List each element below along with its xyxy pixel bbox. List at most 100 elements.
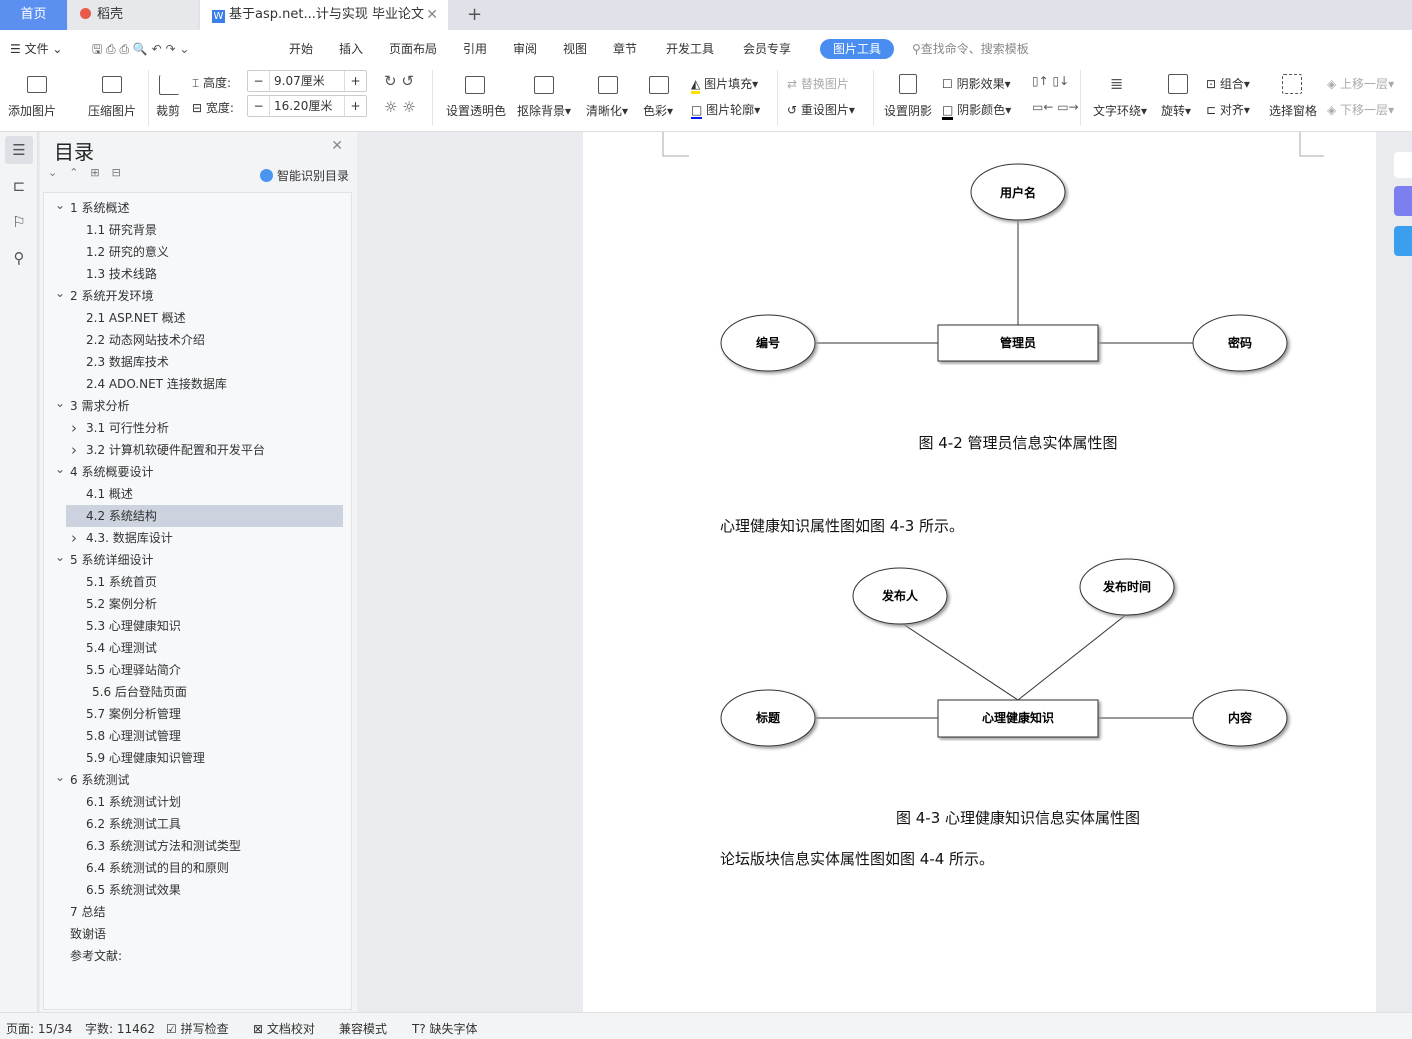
toc-item[interactable]: 6.4 系统测试的目的和原则 bbox=[86, 857, 229, 879]
tab-home[interactable]: 首页 bbox=[0, 0, 67, 30]
toc-item[interactable]: 4.2 系统结构 bbox=[66, 505, 343, 527]
toc-item[interactable]: 2.1 ASP.NET 概述 bbox=[86, 307, 186, 329]
send-backward-button[interactable]: ◈ 下移一层▾ bbox=[1327, 103, 1395, 117]
toc-item[interactable]: 6.3 系统测试方法和测试类型 bbox=[86, 835, 241, 857]
toc-item[interactable]: 1.2 研究的意义 bbox=[86, 241, 169, 263]
menu-view[interactable]: 视图 bbox=[563, 42, 588, 56]
tab-daoke[interactable]: 稻壳 bbox=[68, 0, 198, 30]
toc-item[interactable]: 4.1 概述 bbox=[86, 483, 133, 505]
menu-references[interactable]: 引用 bbox=[463, 42, 488, 56]
chevron-right-icon[interactable]: › bbox=[71, 441, 77, 459]
sharpen-button[interactable]: 清晰化▾ bbox=[586, 104, 629, 118]
picture-outline-button[interactable]: □ 图片轮廓▾ bbox=[691, 103, 761, 119]
side-tool-collapse[interactable] bbox=[1394, 152, 1412, 178]
toc-item[interactable]: 2.2 动态网站技术介绍 bbox=[86, 329, 205, 351]
toc-item[interactable]: ⌄3 需求分析 bbox=[55, 395, 129, 417]
toc-item[interactable]: ›4.3. 数据库设计 bbox=[71, 527, 173, 549]
chevron-down-icon[interactable]: ⌄ bbox=[55, 550, 66, 564]
menu-layout[interactable]: 页面布局 bbox=[389, 42, 438, 56]
rotate-button[interactable]: 旋转▾ bbox=[1161, 104, 1192, 118]
file-menu[interactable]: ☰ 文件 ⌄ bbox=[10, 42, 63, 56]
toc-item[interactable]: ⌄4 系统概要设计 bbox=[55, 461, 153, 483]
toc-item[interactable]: 2.4 ADO.NET 连接数据库 bbox=[86, 373, 227, 395]
remove-bg-button[interactable]: 抠除背景▾ bbox=[517, 104, 572, 118]
toc-item[interactable]: ⌄2 系统开发环境 bbox=[55, 285, 153, 307]
text-wrap-button[interactable]: 文字环绕▾ bbox=[1093, 104, 1148, 118]
replace-picture-button[interactable]: ⇄ 替换图片 bbox=[787, 77, 849, 91]
add-picture-button[interactable]: 添加图片 bbox=[8, 104, 57, 118]
chevron-down-icon[interactable]: ⌄ bbox=[55, 770, 66, 784]
compress-button[interactable]: 压缩图片 bbox=[88, 104, 137, 118]
command-search[interactable]: ⚲查找命令、搜索模板 bbox=[912, 40, 1029, 57]
toc-item[interactable]: 6.2 系统测试工具 bbox=[86, 813, 181, 835]
group-button[interactable]: ⊡ 组合▾ bbox=[1206, 77, 1250, 91]
toc-item[interactable]: 5.7 案例分析管理 bbox=[86, 703, 181, 725]
bookmark-icon[interactable]: ⚐ bbox=[12, 213, 26, 231]
toc-item[interactable]: 1.3 技术线路 bbox=[86, 263, 157, 285]
tab-picture-tools[interactable]: 图片工具 bbox=[820, 39, 894, 59]
toc-item[interactable]: ⌄5 系统详细设计 bbox=[55, 549, 153, 571]
smart-toc-button[interactable]: 智能识别目录 bbox=[259, 167, 349, 184]
toc-item[interactable]: ⌄6 系统测试 bbox=[55, 769, 129, 791]
toc-item[interactable]: 2.3 数据库技术 bbox=[86, 351, 169, 373]
toc-item[interactable]: 5.8 心理测试管理 bbox=[86, 725, 181, 747]
close-toc-icon[interactable]: ✕ bbox=[331, 138, 343, 154]
menu-insert[interactable]: 插入 bbox=[339, 42, 364, 56]
toc-item[interactable]: 致谢语 bbox=[70, 923, 106, 945]
chevron-down-icon[interactable]: ⌄ bbox=[55, 396, 66, 410]
side-tool-2[interactable] bbox=[1394, 226, 1412, 256]
bring-forward-button[interactable]: ◈ 上移一层▾ bbox=[1327, 77, 1395, 91]
toc-item[interactable]: ⌄1 系统概述 bbox=[55, 197, 129, 219]
toc-item[interactable]: 6.1 系统测试计划 bbox=[86, 791, 181, 813]
figure-4-3[interactable]: 发布人 发布时间 标题 心理健康知识 内容 bbox=[720, 558, 1288, 747]
set-shadow-button[interactable]: 设置阴影 bbox=[884, 104, 933, 118]
align-button[interactable]: ⊏ 对齐▾ bbox=[1206, 103, 1250, 117]
proofread-button[interactable]: ⊠ 文档校对 bbox=[253, 1022, 315, 1036]
toc-item[interactable]: 1.1 研究背景 bbox=[86, 219, 157, 241]
spell-check-button[interactable]: ☑ 拼写检查 bbox=[166, 1022, 229, 1036]
side-tool-1[interactable] bbox=[1394, 186, 1412, 216]
menu-chapter[interactable]: 章节 bbox=[613, 42, 638, 56]
toc-item[interactable]: 5.4 心理测试 bbox=[86, 637, 157, 659]
shadow-effect-button[interactable]: ☐ 阴影效果▾ bbox=[942, 77, 1011, 91]
toc-item[interactable]: 7 总结 bbox=[70, 901, 105, 923]
toc-item[interactable]: 5.2 案例分析 bbox=[86, 593, 157, 615]
set-transparent-button[interactable]: 设置透明色 bbox=[446, 104, 507, 118]
toc-item[interactable]: 6.5 系统测试效果 bbox=[86, 879, 181, 901]
toc-item[interactable]: 5.6 后台登陆页面 bbox=[92, 681, 187, 703]
chevron-down-icon[interactable]: ⌄ bbox=[55, 198, 66, 212]
toc-item[interactable]: 参考文献: bbox=[70, 945, 122, 967]
brightness-icons[interactable]: ☼ ☼ bbox=[384, 98, 416, 116]
chevron-down-icon[interactable]: ⌄ bbox=[55, 462, 66, 476]
menu-review[interactable]: 审阅 bbox=[513, 42, 538, 56]
chevron-right-icon[interactable]: › bbox=[71, 529, 77, 547]
navigation-icon[interactable]: ⊏ bbox=[12, 177, 26, 195]
close-tab-icon[interactable]: ✕ bbox=[426, 7, 438, 23]
word-count[interactable]: 字数: 11462 bbox=[85, 1022, 156, 1036]
toc-item[interactable]: 5.9 心理健康知识管理 bbox=[86, 747, 205, 769]
chevron-right-icon[interactable]: › bbox=[71, 419, 77, 437]
chevron-down-icon[interactable]: ⌄ bbox=[55, 286, 66, 300]
new-tab-button[interactable]: + bbox=[467, 4, 483, 25]
color-button[interactable]: 色彩▾ bbox=[643, 104, 674, 118]
toc-item[interactable]: 5.1 系统首页 bbox=[86, 571, 157, 593]
picture-fill-button[interactable]: ◭ 图片填充▾ bbox=[691, 75, 758, 94]
crop-button[interactable]: 裁剪 bbox=[156, 104, 181, 118]
rotate-icons[interactable]: ↻ ↺ bbox=[384, 72, 414, 90]
missing-font-button[interactable]: T? 缺失字体 bbox=[412, 1022, 478, 1036]
menu-developer[interactable]: 开发工具 bbox=[666, 42, 715, 56]
quick-access-icons[interactable]: 🖫 ⎙ ⎙ 🔍 ↶ ↷ ⌄ bbox=[92, 42, 190, 56]
height-input[interactable]: −9.07厘米+ bbox=[247, 70, 367, 92]
toc-item[interactable]: 5.3 心理健康知识 bbox=[86, 615, 181, 637]
menu-member[interactable]: 会员专享 bbox=[743, 42, 792, 56]
search-icon[interactable]: ⚲ bbox=[13, 249, 25, 267]
shadow-color-button[interactable]: □ 阴影颜色▾ bbox=[942, 101, 1011, 120]
shadow-nudge-icons-2[interactable]: ▭← ▭→ bbox=[1032, 100, 1079, 114]
toc-item[interactable]: ›3.2 计算机软硬件配置和开发平台 bbox=[71, 439, 265, 461]
toc-item[interactable]: 5.5 心理驿站简介 bbox=[86, 659, 181, 681]
toc-controls[interactable]: ⌄⌃⊞⊟ bbox=[48, 166, 133, 179]
menu-start[interactable]: 开始 bbox=[289, 42, 314, 56]
width-input[interactable]: −16.20厘米+ bbox=[247, 95, 367, 117]
page-count[interactable]: 页面: 15/34 bbox=[6, 1022, 73, 1036]
